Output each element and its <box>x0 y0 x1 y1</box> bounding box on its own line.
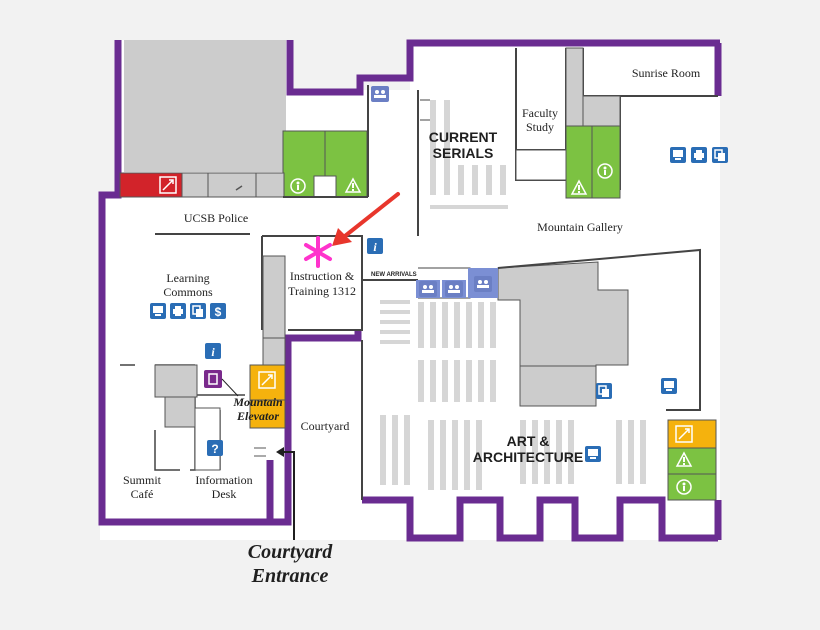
current-serials-label-2: SERIALS <box>433 145 494 161</box>
gray-block-northwest <box>124 40 286 172</box>
printer-icon <box>691 147 707 163</box>
printer-icon <box>170 303 186 319</box>
learning-commons-label-2: Commons <box>163 285 213 299</box>
elevator-block-mountain <box>249 364 286 401</box>
ucsb-police-label: UCSB Police <box>184 211 248 225</box>
entrance-arrow <box>276 447 295 540</box>
art-architecture-gray-block <box>497 261 629 373</box>
pointer-arrow <box>332 192 400 246</box>
learning-commons-label-1: Learning <box>166 271 209 285</box>
art-architecture-label-2: ARCHITECTURE <box>473 449 583 465</box>
group-study-icon <box>474 276 492 292</box>
computer-icon <box>661 378 677 394</box>
sunrise-room-label: Sunrise Room <box>632 66 701 80</box>
computer-icon <box>670 147 686 163</box>
faculty-study-label-2: Study <box>526 120 554 134</box>
you-are-here-marker <box>304 236 332 268</box>
elevator-icon <box>204 370 222 388</box>
information-desk-label-1: Information <box>195 473 252 487</box>
current-serials-label-1: CURRENT <box>429 129 498 145</box>
mountain-elevator-label-1: Mountain <box>232 395 283 409</box>
outer-wall-north <box>286 39 720 96</box>
serials-shelves <box>430 100 508 209</box>
help-icon <box>207 440 223 456</box>
outer-wall-south <box>362 496 718 542</box>
group-study-icon <box>445 281 463 297</box>
new-arrivals-label: NEW ARRIVALS <box>371 272 417 278</box>
instruction-label-2: Training 1312 <box>288 284 356 298</box>
summit-cafe-label-2: Café <box>131 487 154 501</box>
information-desk-label-2: Desk <box>212 487 237 501</box>
instruction-label-1: Instruction & <box>290 269 355 283</box>
courtyard-label: Courtyard <box>301 419 350 433</box>
dollar-icon <box>210 303 226 319</box>
group-study-icon <box>419 281 437 297</box>
outer-wall <box>98 40 362 526</box>
restroom-block-northeast <box>565 125 621 199</box>
computer-icon <box>585 446 601 462</box>
art-architecture-shelves <box>380 300 646 490</box>
group-study-icon <box>371 86 389 102</box>
copier-icon <box>189 302 207 320</box>
faculty-study-label-1: Faculty <box>522 106 558 120</box>
courtyard-entrance-label-1: Courtyard <box>248 541 333 563</box>
copier-icon <box>711 146 729 164</box>
courtyard-entrance-label-2: Entrance <box>251 565 329 587</box>
info-icon <box>367 238 383 254</box>
mountain-elevator-label-2: Elevator <box>236 409 279 423</box>
copier-icon <box>595 382 613 400</box>
mountain-gallery-label: Mountain Gallery <box>537 220 623 234</box>
computer-icon <box>150 303 166 319</box>
art-architecture-label-1: ART & <box>507 433 550 449</box>
summit-cafe-label-1: Summit <box>123 473 162 487</box>
info-icon <box>205 343 221 359</box>
